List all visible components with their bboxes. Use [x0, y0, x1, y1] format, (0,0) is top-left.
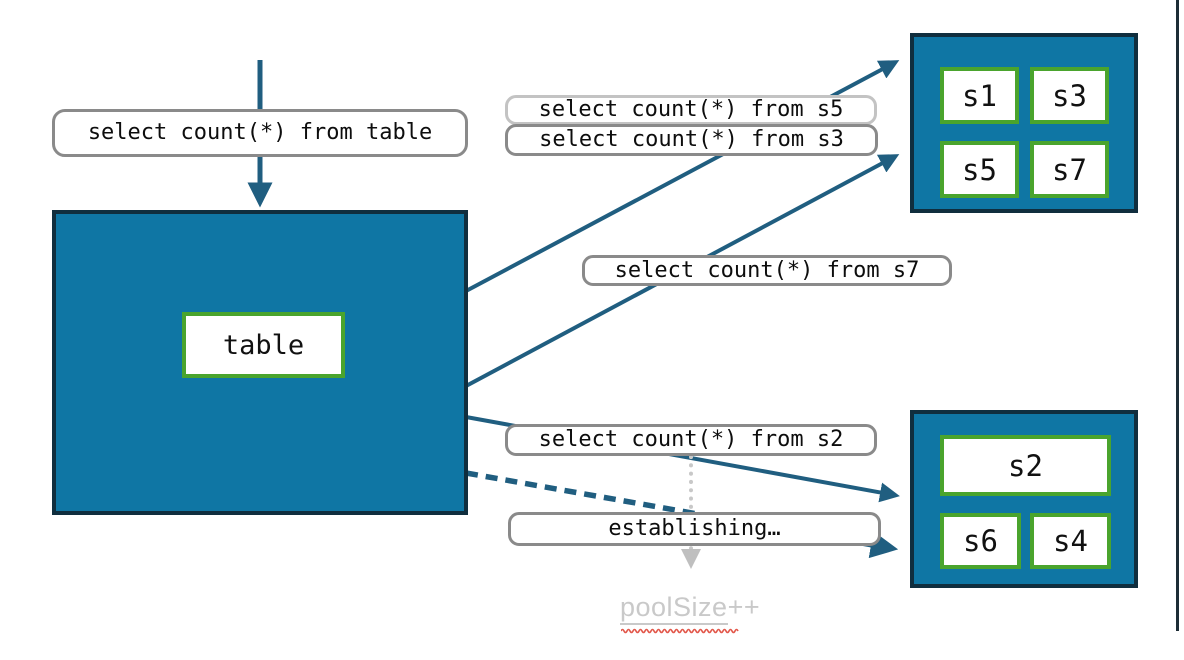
poolsize-note-rest: ++	[727, 592, 761, 622]
table-box: table	[52, 210, 468, 515]
query-label-establishing: establishing…	[508, 512, 881, 546]
shard-s5: s5	[940, 141, 1019, 198]
query-label-s2: select count(*) from s2	[505, 424, 877, 456]
query-label-s7: select count(*) from s7	[582, 255, 952, 286]
shard-pool-top: s1 s3 s5 s7	[910, 33, 1138, 213]
shard-s1: s1	[940, 67, 1019, 124]
shard-s4: s4	[1030, 513, 1111, 569]
query-label-table: select count(*) from table	[52, 109, 468, 157]
spellcheck-squiggle	[621, 628, 739, 634]
table-label: table	[182, 312, 345, 378]
arrow-table-to-pool-bottom-dashed	[465, 470, 899, 559]
slide-edge-line	[1176, 0, 1179, 631]
shard-s3: s3	[1030, 67, 1109, 124]
poolsize-note: poolSize++	[620, 592, 761, 625]
shard-s2: s2	[940, 435, 1111, 496]
query-label-s5: select count(*) from s5	[505, 95, 877, 125]
shard-s6: s6	[940, 513, 1021, 569]
shard-pool-bottom: s2 s6 s4	[910, 410, 1138, 588]
shard-s7: s7	[1030, 141, 1109, 198]
poolsize-note-underlined: poolSize	[620, 592, 728, 625]
query-label-s3: select count(*) from s3	[505, 124, 878, 156]
